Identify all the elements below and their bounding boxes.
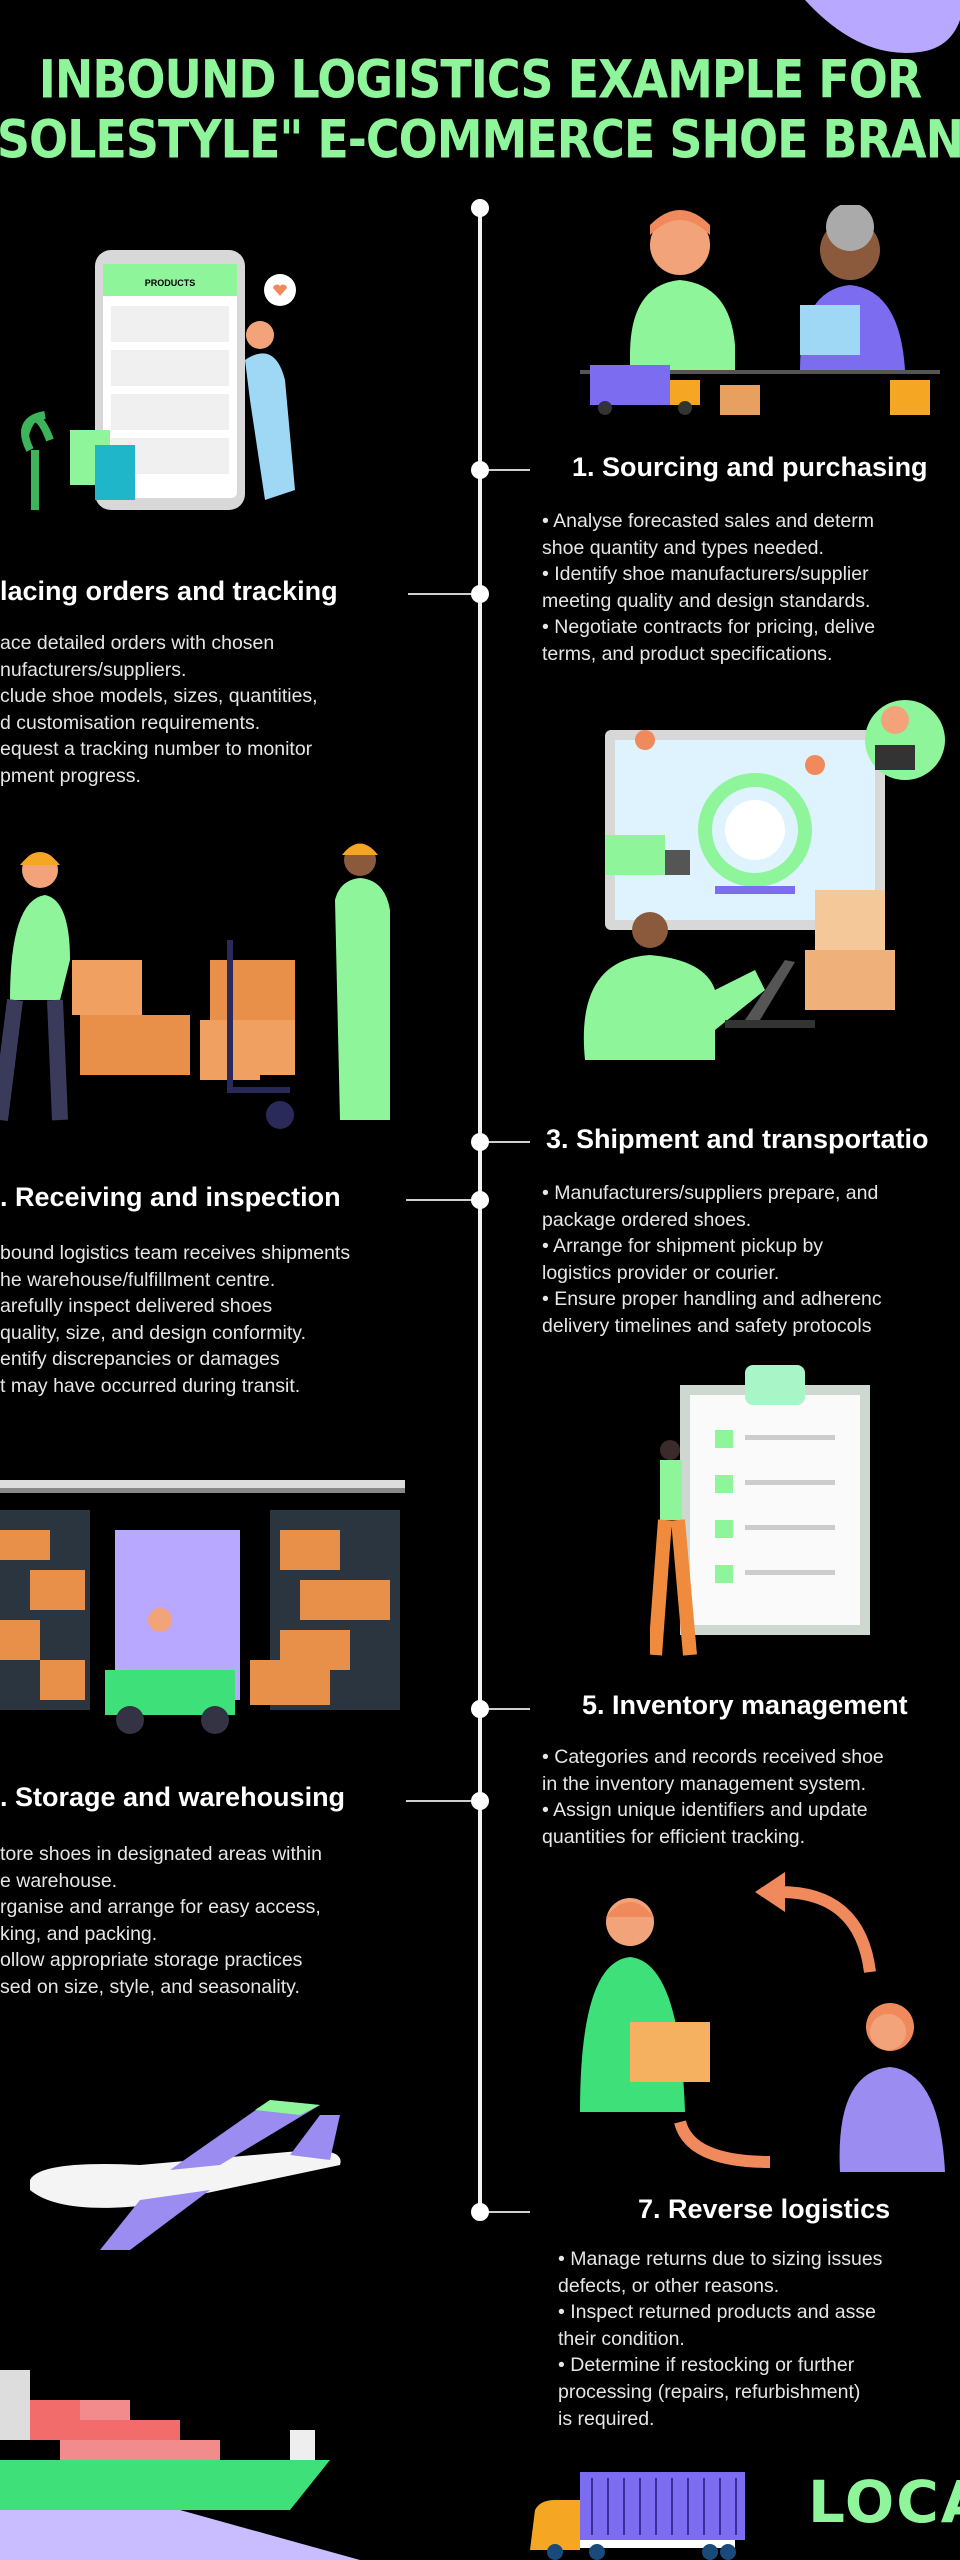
bullet-line: • Analyse forecasted sales and determ [542, 510, 875, 532]
section-1-heading: 1. Sourcing and purchasing [572, 452, 928, 482]
bullet-line: clude shoe models, sizes, quantities, [0, 685, 318, 708]
timeline-node-2 [471, 585, 489, 603]
bullet-line: equest a tracking number to monitor [0, 738, 313, 761]
timeline-node-1 [471, 461, 489, 479]
truck-illustration [530, 2472, 745, 2560]
bullet-line: bound logistics team receives shipments [0, 1242, 351, 1264]
connector-4 [406, 1199, 480, 1201]
section-3-body: • Manufacturers/suppliers prepare, and pa… [542, 1180, 882, 1340]
bullet-line: • Inspect returned products and asse [558, 2301, 876, 2324]
section-3-heading: 3. Shipment and transportatio [546, 1124, 929, 1154]
bullet-line: defects, or other reasons. [558, 2274, 780, 2297]
timeline-node-start [471, 199, 489, 217]
bullet-line: t may have occurred during transit. [0, 1374, 301, 1397]
phone-screen-label: PRODUCTS [145, 278, 196, 288]
bullet-line: e warehouse. [0, 1869, 118, 1892]
inventory-clipboard-illustration [650, 1365, 870, 1656]
cargo-ship-illustration [0, 2370, 360, 2560]
bullet-line: • Identify shoe manufacturers/supplier [542, 563, 869, 586]
bullet-line: • Determine if restocking or further [558, 2354, 855, 2377]
shipment-map-illustration [583, 700, 945, 1060]
bullet-line: • Categories and records received shoe [542, 1746, 884, 1768]
bullet-line: sed on size, style, and seasonality. [0, 1975, 300, 1998]
connector-6 [406, 1800, 480, 1802]
bullet-line: pment progress. [0, 764, 141, 787]
bullet-line: • Manufacturers/suppliers prepare, and [542, 1182, 879, 1204]
section-5-body: • Categories and records received shoe in… [542, 1744, 884, 1850]
brand-logo: LOCA [808, 2468, 960, 2536]
connector-7 [480, 2211, 530, 2213]
receiving-illustration [0, 843, 390, 1129]
warehouse-illustration [0, 1480, 405, 1734]
timeline-node-7 [471, 2203, 489, 2221]
title-line-2: SOLESTYLE" E-COMMERCE SHOE BRAN [0, 107, 960, 171]
bullet-line: quantities for efficient tracking. [542, 1825, 806, 1848]
bullet-line: entify discrepancies or damages [0, 1348, 280, 1371]
bullet-line: package ordered shoes. [542, 1208, 752, 1231]
decorative-blob [805, 0, 960, 53]
timeline-node-3 [471, 1133, 489, 1151]
title-line-1: INBOUND LOGISTICS EXAMPLE FOR [38, 47, 923, 111]
section-7-heading: 7. Reverse logistics [638, 2194, 891, 2224]
reverse-logistics-illustration [580, 1872, 945, 2172]
section-5-heading: 5. Inventory management [582, 1690, 908, 1720]
bullet-line: • Assign unique identifiers and update [542, 1799, 868, 1822]
bullet-line: terms, and product specifications. [542, 642, 833, 665]
section-6-heading: . Storage and warehousing [0, 1782, 346, 1812]
sourcing-illustration [580, 205, 940, 415]
bullet-line: logistics provider or courier. [542, 1261, 780, 1284]
bullet-line: arefully inspect delivered shoes [0, 1295, 273, 1318]
bullet-line: • Manage returns due to sizing issues [558, 2248, 883, 2270]
section-1-body: • Analyse forecasted sales and determ sho… [542, 508, 875, 668]
bullet-line: ace detailed orders with chosen [0, 632, 275, 654]
bullet-line: he warehouse/fulfillment centre. [0, 1268, 276, 1291]
bullet-line: their condition. [558, 2327, 685, 2350]
bullet-line: ollow appropriate storage practices [0, 1949, 303, 1972]
bullet-line: nufacturers/suppliers. [0, 658, 187, 681]
connector-2 [408, 593, 480, 595]
bullet-line: • Negotiate contracts for pricing, deliv… [542, 616, 876, 639]
section-7-body: • Manage returns due to sizing issues def… [558, 2246, 882, 2432]
bullet-line: processing (repairs, refurbishment) [558, 2380, 861, 2403]
section-4-heading: . Receiving and inspection [0, 1182, 341, 1212]
timeline-line [478, 208, 482, 2212]
timeline-node-6 [471, 1792, 489, 1810]
section-4-body: bound logistics team receives shipments h… [0, 1240, 350, 1400]
section-2-body: ace detailed orders with chosen nufacture… [0, 630, 318, 790]
connector-5 [480, 1708, 530, 1710]
bullet-line: tore shoes in designated areas within [0, 1843, 322, 1865]
bullet-line: rganise and arrange for easy access, [0, 1896, 321, 1919]
bullet-line: • Arrange for shipment pickup by [542, 1235, 824, 1258]
bullet-line: • Ensure proper handling and adherenc [542, 1288, 882, 1311]
bullet-line: king, and packing. [0, 1922, 158, 1945]
bullet-line: shoe quantity and types needed. [542, 536, 824, 559]
connector-3 [480, 1141, 530, 1143]
bullet-line: d customisation requirements. [0, 711, 261, 734]
bullet-line: quality, size, and design conformity. [0, 1321, 307, 1344]
connector-1 [480, 469, 530, 471]
timeline-node-5 [471, 1700, 489, 1718]
bullet-line: meeting quality and design standards. [542, 589, 871, 612]
bullet-line: delivery timelines and safety protocols [542, 1314, 872, 1337]
phone-orders-illustration: PRODUCTS [21, 250, 296, 510]
section-6-body: tore shoes in designated areas within e w… [0, 1841, 322, 2001]
bullet-line: is required. [558, 2407, 655, 2430]
bullet-line: in the inventory management system. [542, 1772, 867, 1795]
timeline-node-4 [471, 1191, 489, 1209]
airplane-illustration [30, 2100, 341, 2250]
section-2-heading: lacing orders and tracking [0, 576, 338, 606]
